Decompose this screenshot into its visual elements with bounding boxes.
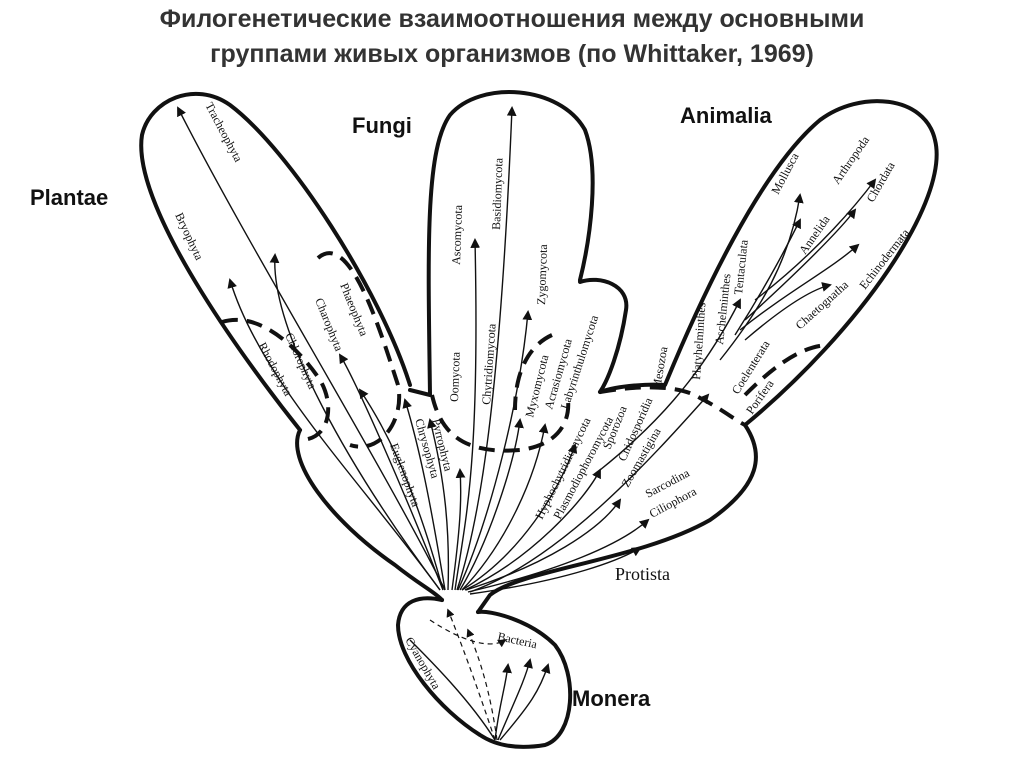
taxon-tracheophyta: Tracheophyta [202, 100, 245, 165]
taxon-platyhelminthes: Platyhelminthes [689, 302, 708, 380]
page-title: Филогенетические взаимоотношения между о… [0, 2, 1024, 72]
kingdom-plantae-label: Plantae [30, 185, 108, 210]
taxon-labels: Tracheophyta Bryophyta Phaeophyta Charop… [172, 100, 912, 692]
taxon-oomycota: Oomycota [447, 351, 463, 402]
taxon-echinodermata: Echinodermata [856, 225, 912, 291]
taxon-chordata: Chordata [863, 159, 897, 205]
kingdom-monera-label: Monera [572, 686, 651, 711]
fungi-small-lobe-outline [578, 277, 629, 394]
kingdom-fungi-label: Fungi [352, 113, 412, 138]
taxon-bacteria: Bacteria [496, 629, 539, 651]
fungi-dashed-boundary [430, 394, 571, 453]
plantae-dashed-boundary-2 [316, 251, 402, 449]
monera-outline [396, 596, 573, 749]
taxon-basidiomycota: Basidiomycota [489, 157, 506, 230]
taxon-bryophyta: Bryophyta [172, 210, 206, 262]
protista-body-outline [476, 423, 758, 614]
fungi-lobe-outline [408, 90, 595, 397]
taxon-tentaculata: Tentaculata [731, 238, 751, 295]
taxon-euglenophyta: Euglenophyta [387, 441, 423, 509]
taxon-aschelminthes: Aschelminthes [712, 273, 733, 346]
protista-dashed-boundary [599, 385, 746, 427]
protista-left-outline [295, 428, 444, 602]
animalia-lobe-outline [598, 99, 939, 427]
kingdom-animalia-label: Animalia [680, 103, 772, 128]
taxon-ascomycota: Ascomycota [449, 204, 465, 265]
animalia-dashed-boundary [743, 343, 831, 397]
title-line-1: Филогенетические взаимоотношения между о… [159, 5, 865, 33]
taxon-charophyta: Charophyta [312, 296, 346, 354]
plantae-lobe-outline [139, 91, 412, 432]
taxon-arthropoda: Arthropoda [829, 133, 873, 187]
title-line-2: группами живых организмов (по Whittaker,… [210, 40, 814, 68]
kingdom-protista-label: Protista [615, 564, 670, 584]
plantae-dashed-boundary-1 [221, 318, 331, 442]
taxon-annelida: Annelida [796, 212, 833, 257]
monera-branches [409, 608, 551, 741]
branch-arrows [177, 106, 877, 595]
taxon-zygomycota: Zygomycota [534, 243, 550, 305]
taxon-chytridiomycota: Chytridiomycota [479, 322, 499, 405]
